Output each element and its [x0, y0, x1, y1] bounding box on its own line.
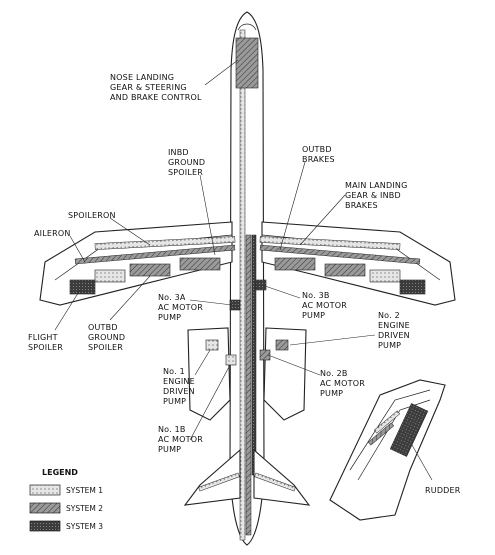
svg-text:SPOILER: SPOILER: [28, 343, 63, 352]
pump-2-engine: [275, 339, 289, 351]
leader-lines: [54, 59, 433, 481]
svg-text:No. 3A: No. 3A: [158, 293, 186, 302]
svg-text:GEAR & STEERING: GEAR & STEERING: [110, 83, 187, 92]
svg-text:No. 2B: No. 2B: [320, 369, 348, 378]
legend-item-system-3: SYSTEM 3: [29, 520, 103, 532]
svg-text:AC MOTOR: AC MOTOR: [158, 303, 203, 312]
label-pump-3b: No. 3B AC MOTOR PUMP: [302, 291, 347, 320]
wing-line-left-2: [74, 244, 236, 265]
label-rudder: RUDDER: [425, 486, 461, 495]
pump-3b: [255, 279, 267, 291]
label-spoileron: SPOILERON: [68, 211, 116, 220]
right-spoiler-panels: [274, 257, 426, 295]
pump-2b: [259, 349, 271, 361]
wing-line-right: [259, 236, 401, 250]
svg-text:No. 1: No. 1: [163, 367, 185, 376]
rudder-inset: [329, 379, 446, 521]
svg-text:No. 1B: No. 1B: [158, 425, 186, 434]
svg-text:PUMP: PUMP: [158, 313, 181, 322]
svg-text:SPOILER: SPOILER: [168, 168, 203, 177]
svg-text:PUMP: PUMP: [158, 445, 181, 454]
svg-text:ENGINE: ENGINE: [163, 377, 195, 386]
pump-1b: [225, 354, 237, 366]
svg-text:SYSTEM 1: SYSTEM 1: [66, 486, 103, 495]
label-aileron: AILERON: [34, 229, 71, 238]
right-engine-nacelle: [263, 327, 307, 421]
svg-text:PUMP: PUMP: [378, 341, 401, 350]
svg-text:GROUND: GROUND: [88, 333, 125, 342]
label-engine-pump-2: No. 2 ENGINE DRIVEN PUMP: [378, 311, 410, 350]
wing-line-left: [94, 236, 236, 250]
svg-text:PUMP: PUMP: [163, 397, 186, 406]
svg-text:OUTBD: OUTBD: [302, 145, 332, 154]
pump-1-engine: [205, 339, 219, 351]
label-inbd-spoiler: INBD GROUND SPOILER: [168, 148, 205, 177]
label-nose-gear: NOSE LANDING GEAR & STEERING AND BRAKE C…: [110, 73, 202, 102]
svg-text:PUMP: PUMP: [320, 389, 343, 398]
legend-title: LEGEND: [42, 468, 78, 477]
svg-text:No. 3B: No. 3B: [302, 291, 330, 300]
svg-text:MAIN LANDING: MAIN LANDING: [345, 181, 407, 190]
svg-text:OUTBD: OUTBD: [88, 323, 118, 332]
svg-text:SPOILER: SPOILER: [88, 343, 123, 352]
left-engine-nacelle: [187, 327, 231, 421]
svg-text:FLIGHT: FLIGHT: [28, 333, 58, 342]
trunk-line-2: [245, 234, 252, 536]
label-pump-2b: No. 2B AC MOTOR PUMP: [320, 369, 365, 398]
svg-text:GROUND: GROUND: [168, 158, 205, 167]
svg-text:PUMP: PUMP: [302, 311, 325, 320]
label-pump-3a: No. 3A AC MOTOR PUMP: [158, 293, 203, 322]
trunk-line-3: [251, 234, 257, 476]
svg-text:SYSTEM 3: SYSTEM 3: [66, 522, 103, 531]
svg-text:No. 2: No. 2: [378, 311, 400, 320]
svg-text:GEAR & INBD: GEAR & INBD: [345, 191, 401, 200]
label-outbd-brakes: OUTBD BRAKES: [302, 145, 335, 164]
svg-text:NOSE LANDING: NOSE LANDING: [110, 73, 174, 82]
label-flight-spoiler: FLIGHT SPOILER: [28, 333, 63, 352]
legend: LEGEND SYSTEM 1 SYSTEM 2 SYSTEM 3: [29, 468, 103, 532]
trunk-line-1: [239, 29, 246, 541]
svg-text:DRIVEN: DRIVEN: [378, 331, 410, 340]
left-spoiler-panels: [69, 257, 221, 295]
nose-gear-block: [235, 37, 259, 89]
right-horizontal-stabilizer: [253, 448, 311, 506]
wing-line-right-2: [259, 244, 421, 265]
svg-text:SYSTEM 2: SYSTEM 2: [66, 504, 103, 513]
svg-text:AC MOTOR: AC MOTOR: [158, 435, 203, 444]
svg-text:DRIVEN: DRIVEN: [163, 387, 195, 396]
legend-item-system-1: SYSTEM 1: [29, 484, 103, 496]
label-outbd-spoiler: OUTBD GROUND SPOILER: [88, 323, 125, 352]
left-horizontal-stabilizer: [183, 448, 241, 506]
svg-text:ENGINE: ENGINE: [378, 321, 410, 330]
svg-text:INBD: INBD: [168, 148, 189, 157]
label-engine-pump-1: No. 1 ENGINE DRIVEN PUMP: [163, 367, 195, 406]
legend-item-system-2: SYSTEM 2: [29, 502, 103, 514]
legend-swatch-system-3: [29, 520, 61, 532]
svg-text:AND BRAKE CONTROL: AND BRAKE CONTROL: [110, 93, 202, 102]
tail-line-right: [254, 472, 296, 492]
tail-line-left: [198, 472, 240, 492]
svg-text:AC MOTOR: AC MOTOR: [302, 301, 347, 310]
cockpit-outline: [237, 23, 257, 31]
svg-text:AC MOTOR: AC MOTOR: [320, 379, 365, 388]
svg-text:BRAKES: BRAKES: [302, 155, 335, 164]
legend-swatch-system-1: [29, 484, 61, 496]
label-main-gear: MAIN LANDING GEAR & INBD BRAKES: [345, 181, 407, 210]
legend-swatch-system-2: [29, 502, 61, 514]
label-pump-1b: No. 1B AC MOTOR PUMP: [158, 425, 203, 454]
svg-text:BRAKES: BRAKES: [345, 201, 378, 210]
